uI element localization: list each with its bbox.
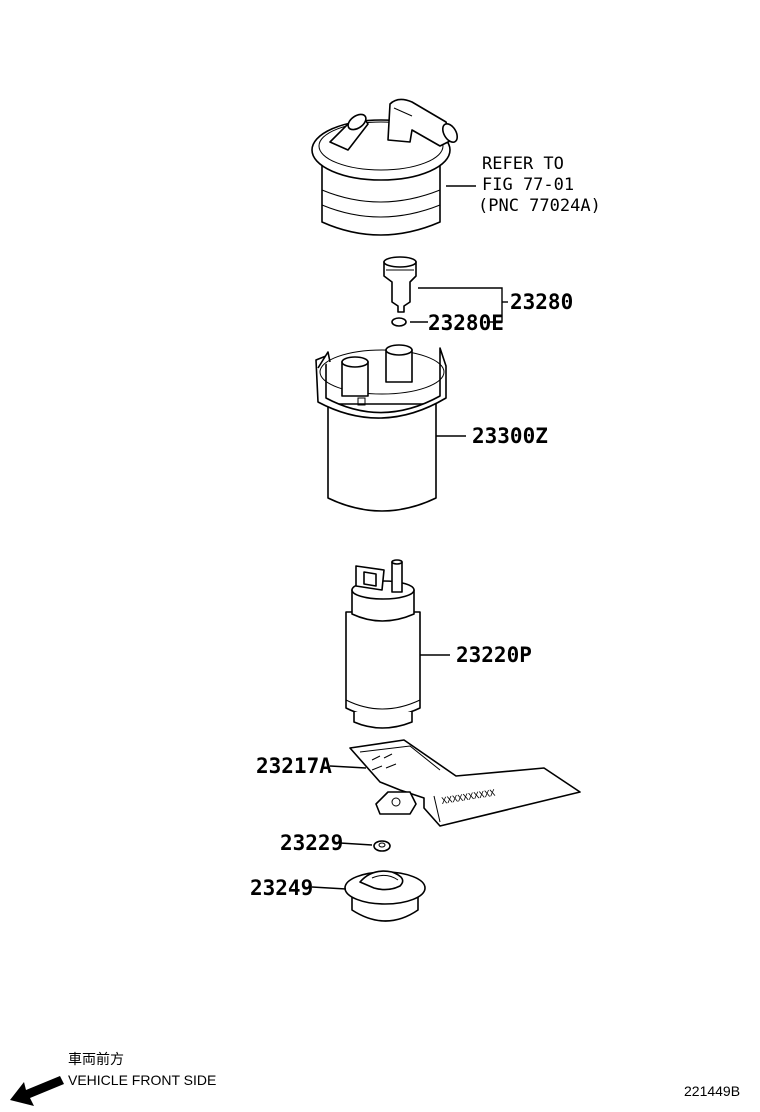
reference-note-line1: REFER TO <box>482 154 564 174</box>
part-label-23217A: 23217A <box>256 754 332 778</box>
reference-note-line3: (PNC 77024A) <box>478 196 601 216</box>
fuel-filter-assembly <box>311 98 459 236</box>
o-ring <box>391 317 407 327</box>
fuel-pump <box>345 559 421 729</box>
vehicle-front-arrow-icon <box>10 1076 64 1106</box>
figure-code: 221449B <box>684 1083 740 1099</box>
part-label-23229: 23229 <box>280 831 343 855</box>
cushion <box>373 840 391 852</box>
pump-retainer <box>344 870 426 922</box>
part-label-23220P: 23220P <box>456 643 532 667</box>
fuel-suction-cup <box>315 344 447 512</box>
reference-note-line2: FIG 77-01 <box>482 175 574 195</box>
part-label-23280E: 23280E <box>428 311 504 335</box>
part-label-23249: 23249 <box>250 876 313 900</box>
direction-label-jp: 車両前方 <box>68 1051 124 1067</box>
part-label-23300Z: 23300Z <box>472 424 548 448</box>
pressure-regulator <box>383 256 417 313</box>
direction-label-en: VEHICLE FRONT SIDE <box>68 1072 216 1088</box>
pump-bracket <box>349 739 581 827</box>
part-label-23280: 23280 <box>510 290 573 314</box>
